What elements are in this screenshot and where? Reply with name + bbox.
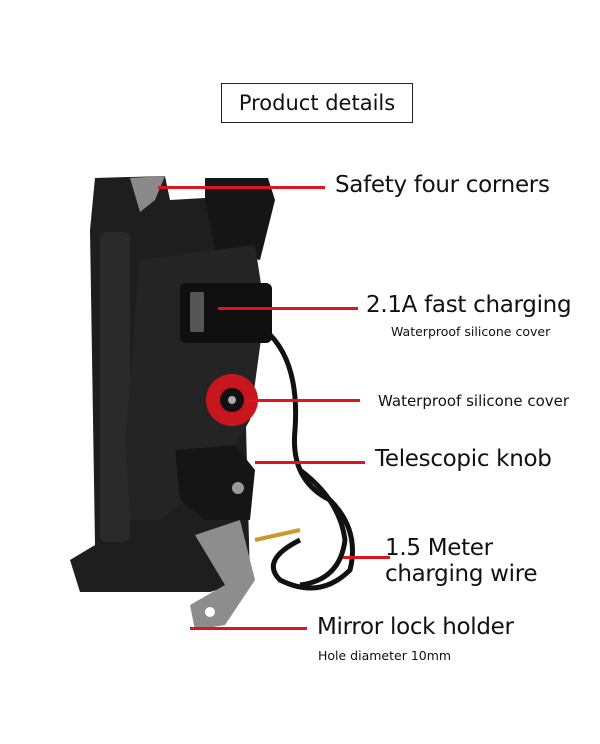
callout-mirror-sub: Hole diameter 10mm bbox=[318, 648, 452, 663]
callout-wire-line2: charging wire bbox=[385, 561, 538, 587]
callout-wire: 1.5 Meter charging wire bbox=[385, 535, 538, 587]
callout-line-charging bbox=[218, 307, 358, 310]
page-title: Product details bbox=[221, 83, 413, 123]
callout-line-wire bbox=[343, 556, 390, 559]
callout-wire-line1: 1.5 Meter bbox=[385, 535, 493, 561]
callout-cover: Waterproof silicone cover bbox=[378, 392, 570, 410]
callout-corners: Safety four corners bbox=[335, 172, 550, 198]
callout-line-mirror bbox=[190, 627, 307, 630]
callout-charging-sub: Waterproof silicone cover bbox=[391, 324, 551, 339]
callout-mirror: Mirror lock holder bbox=[317, 614, 514, 640]
callout-line-knob bbox=[255, 461, 365, 464]
callout-knob: Telescopic knob bbox=[375, 446, 552, 472]
callout-charging: 2.1A fast charging bbox=[366, 292, 572, 318]
callout-line-cover bbox=[245, 399, 360, 402]
callout-line-corners bbox=[158, 186, 325, 189]
